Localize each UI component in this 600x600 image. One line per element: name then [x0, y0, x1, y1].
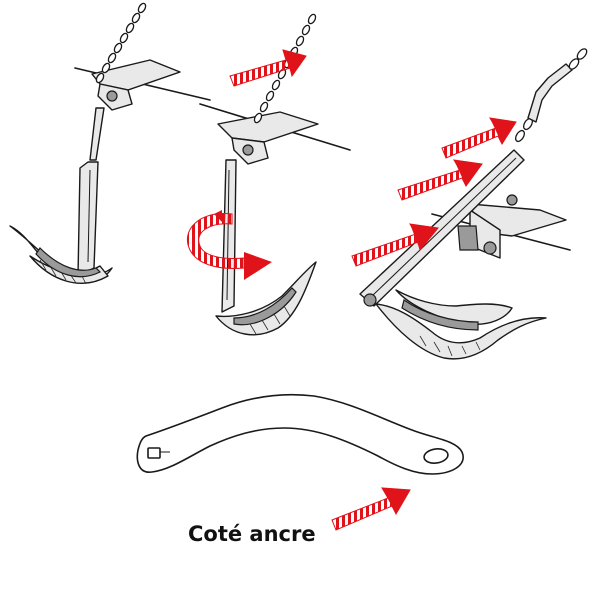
swivel-link-detail [136, 393, 464, 531]
link-eye-icon [423, 448, 449, 464]
anchor-side-caption: Coté ancre [188, 522, 316, 546]
swivel-link-icon [527, 63, 573, 123]
bow-roller-icon [217, 111, 319, 165]
link-slot-icon [147, 447, 161, 459]
anchor-icon [359, 149, 547, 360]
rotate-arrow-icon [186, 210, 272, 280]
push-arrow-icon [331, 487, 411, 531]
chain-icon [515, 48, 588, 143]
push-arrow-icon [351, 223, 439, 267]
swivel-link-icon [136, 393, 464, 475]
push-arrow-icon [229, 49, 307, 87]
panel-3-anchor-stowed [351, 48, 588, 360]
chain-icon [95, 2, 147, 84]
anchor-icon [215, 159, 317, 336]
panel-2-anchor-rotating [186, 13, 351, 336]
bow-roller-icon [457, 194, 567, 259]
panel-1-anchor-hanging [9, 2, 211, 285]
bow-roller-icon [91, 59, 181, 111]
push-arrow-icon [441, 117, 517, 159]
push-arrow-icon [397, 159, 483, 201]
anchor-icon [9, 107, 113, 285]
